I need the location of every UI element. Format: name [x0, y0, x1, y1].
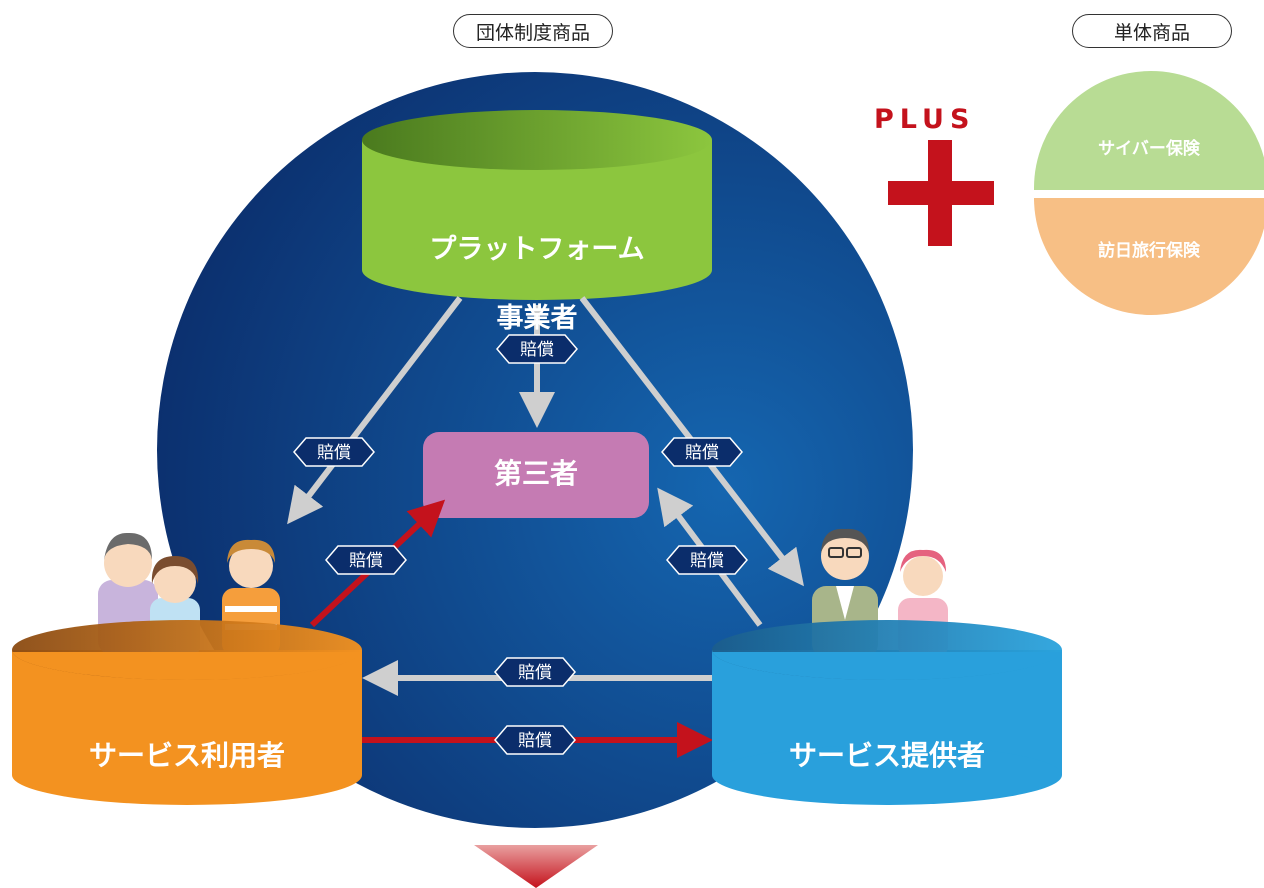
inbound-travel-insurance-label: 訪日旅行保険 — [1098, 241, 1200, 261]
compensation-tag: 賠償 — [666, 545, 748, 575]
compensation-tag: 賠償 — [496, 334, 578, 364]
host-label-line1: サービス提供者 — [788, 738, 985, 772]
arrow-platform-to-host — [579, 296, 804, 587]
compensation-tag-label: 賠償 — [520, 340, 554, 360]
compensation-tag: 賠償 — [325, 545, 407, 575]
cyber-insurance-label: サイバー保険 — [1098, 139, 1200, 159]
compensation-tag-label: 賠償 — [690, 551, 724, 571]
third-party-box — [423, 432, 649, 518]
compensation-tag: 賠償 — [661, 437, 743, 467]
compensation-tag-label: 賠償 — [518, 731, 552, 751]
compensation-tag-label: 賠償 — [349, 551, 383, 571]
single-product-label: 単体商品 — [1072, 14, 1232, 48]
guest-label: サービス利用者 （ゲスト） — [22, 702, 352, 881]
platform-label-line2: 事業者 — [496, 302, 578, 334]
compensation-tag: 賠償 — [494, 657, 576, 687]
platform-cylinder — [362, 110, 712, 300]
third-party-label: 第三者 — [493, 457, 578, 490]
host-label-line2: （ホスト） — [816, 810, 957, 844]
host-label: サービス提供者 （ホスト） — [722, 702, 1052, 881]
single-product-circle — [1034, 71, 1264, 315]
compensation-tag: 賠償 — [293, 437, 375, 467]
group-product-label: 団体制度商品 — [453, 14, 613, 48]
compensation-tag: 賠償 — [494, 725, 576, 755]
plus-cross-icon — [888, 140, 994, 246]
arrow-platform-to-guest — [287, 296, 463, 525]
platform-label-line1: プラットフォーム — [429, 233, 645, 265]
compensation-tag-label: 賠償 — [317, 443, 351, 463]
plus-word: PLUS — [874, 104, 976, 135]
guest-label-line2: （ゲスト） — [116, 810, 257, 844]
down-chevron-icon — [474, 845, 598, 888]
compensation-tag-label: 賠償 — [518, 663, 552, 683]
compensation-tag-label: 賠償 — [685, 443, 719, 463]
platform-label: プラットフォーム 事業者 — [382, 198, 692, 371]
guest-label-line1: サービス利用者 — [88, 738, 285, 772]
